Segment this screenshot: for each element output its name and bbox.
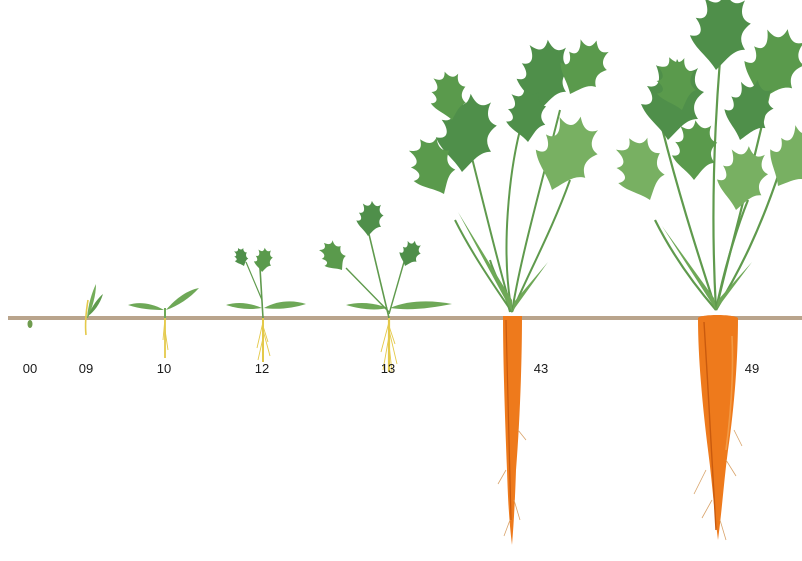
stage-label-00: 00 [10, 361, 50, 376]
stage-label-49: 49 [732, 361, 772, 376]
stage-label-09: 09 [66, 361, 106, 376]
stage-49-harvest-ready [603, 0, 802, 540]
stage-13-leaf-development [313, 201, 452, 372]
stage-09-seedling [86, 284, 103, 335]
stage-label-10: 10 [144, 361, 184, 376]
stage-label-12: 12 [242, 361, 282, 376]
stage-10-cotyledons [128, 288, 199, 358]
stage-label-13: 13 [368, 361, 408, 376]
stage-label-43: 43 [521, 361, 561, 376]
stage-43-root-development [397, 31, 615, 545]
stage-12-first-leaves [226, 245, 306, 362]
soil-line [8, 316, 802, 320]
stage-00-seed [28, 320, 33, 328]
